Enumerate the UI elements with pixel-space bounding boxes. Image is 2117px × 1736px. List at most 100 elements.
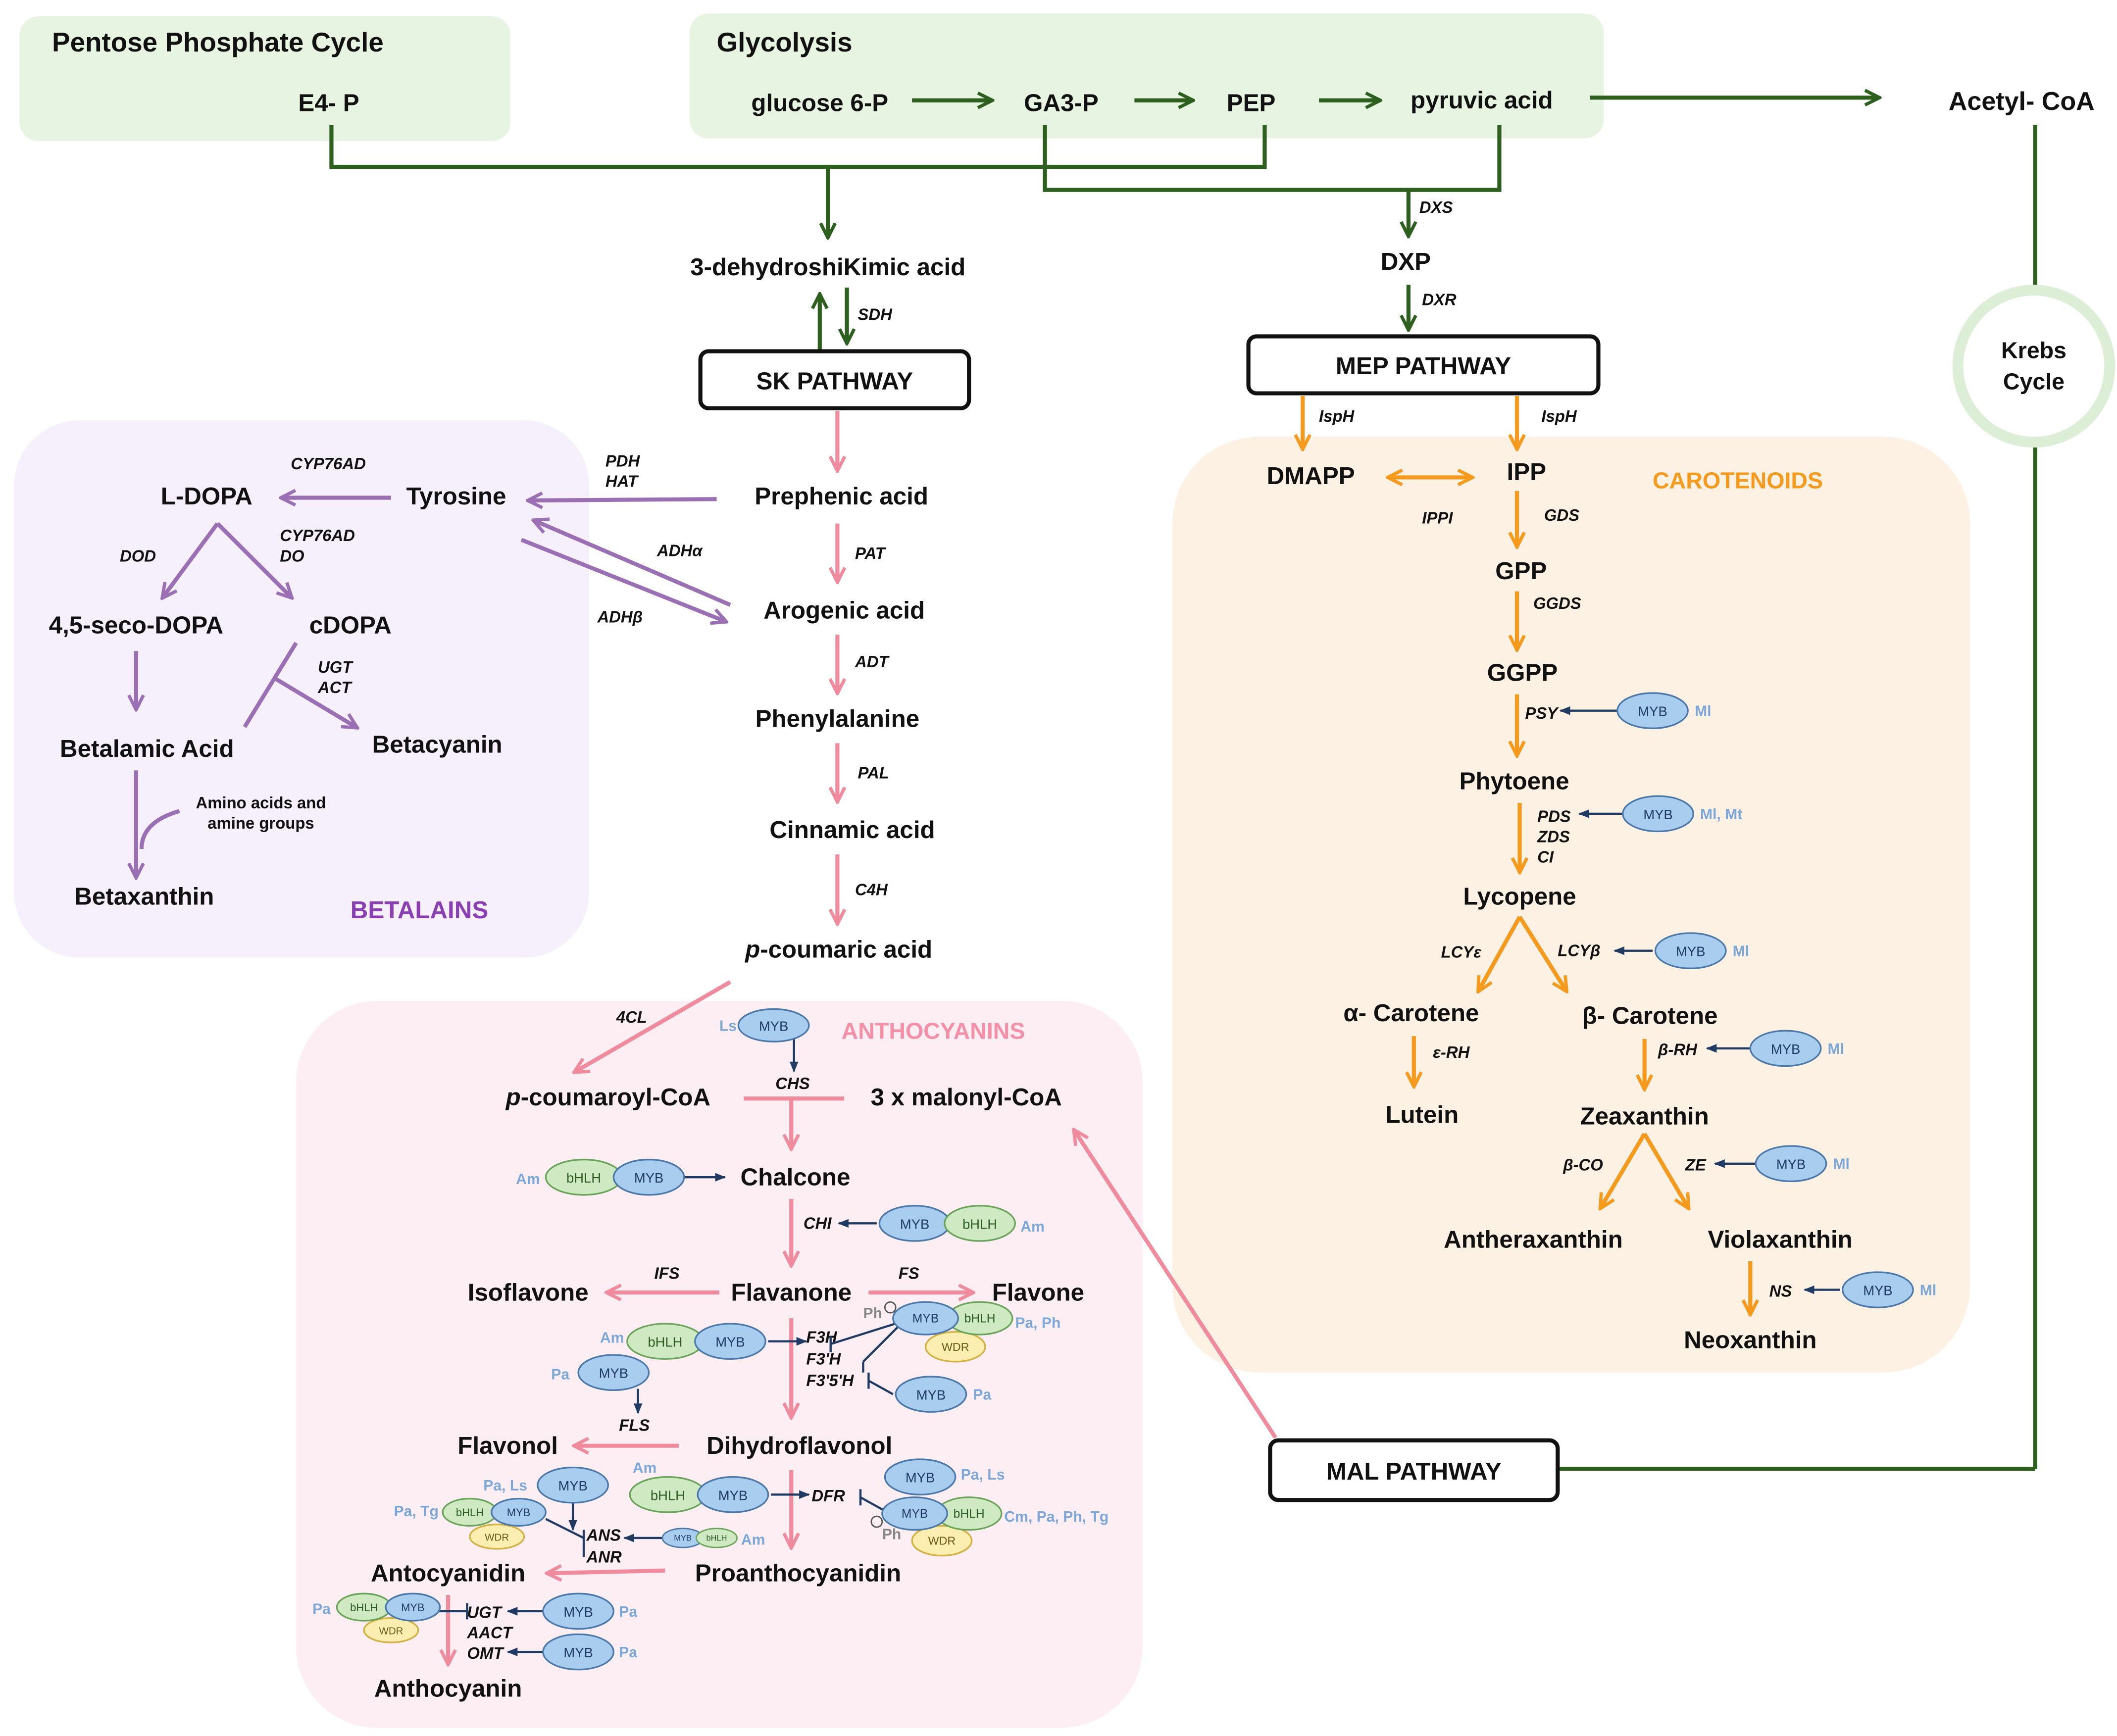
- myb-dfr-am-label: MYB: [718, 1488, 748, 1503]
- node-proanthocyanidin: Proanthocyanidin: [695, 1560, 901, 1587]
- node-flavanone: Flavanone: [731, 1279, 852, 1306]
- node-prephenic-acid: Prephenic acid: [755, 483, 928, 510]
- complex-dfr-ph: Ph WDR bHLH MYB Cm, Pa, Ph, Tg: [870, 1496, 1109, 1557]
- sk-pathway-label: SK PATHWAY: [756, 367, 913, 395]
- myb-f3h-ph-label: MYB: [912, 1312, 939, 1325]
- node-cinnamic-acid: Cinnamic acid: [769, 816, 935, 843]
- bhlh-chi-label: bHLH: [962, 1216, 997, 1232]
- species-omt: Pa: [619, 1644, 637, 1661]
- complex-chi: MYB bHLH Am: [878, 1205, 1045, 1242]
- node-violaxanthin: Violaxanthin: [1708, 1226, 1852, 1253]
- glycolysis-title: Glycolysis: [717, 27, 853, 57]
- myb-fls-label: MYB: [599, 1366, 628, 1381]
- node-l-dopa: L-DOPA: [161, 483, 252, 510]
- enzyme-lcy-beta: LCYβ: [1558, 942, 1600, 960]
- enzyme-pat: PAT: [855, 544, 887, 562]
- carotenoids-title: CAROTENOIDS: [1653, 467, 1823, 493]
- bhlh-dfr-label: bHLH: [954, 1507, 985, 1521]
- species-chalcone: Am: [516, 1171, 540, 1188]
- enzyme-c4h: C4H: [855, 880, 888, 898]
- enzyme-ans: ANS: [586, 1526, 621, 1544]
- enzyme-cyp76ad-2: CYP76AD: [280, 526, 355, 545]
- enzyme-pdh: PDH: [605, 452, 641, 470]
- node-p-coumaric-acid: p-coumaric acid: [744, 936, 932, 963]
- node-tyrosine: Tyrosine: [406, 483, 506, 510]
- betalains-panel: [14, 420, 590, 958]
- bhlh-ans-label: bHLH: [456, 1506, 484, 1519]
- myb-ans-pa-ls: Pa, Ls MYB: [483, 1466, 609, 1504]
- wdr-dfr-label: WDR: [928, 1535, 956, 1547]
- enzyme-gds: GDS: [1544, 506, 1579, 524]
- node-flavone: Flavone: [992, 1279, 1084, 1306]
- species-chi: Am: [1020, 1219, 1045, 1235]
- betalains-title: BETALAINS: [351, 896, 488, 924]
- myb-chalcone-label: MYB: [634, 1170, 663, 1186]
- enzyme-ze: ZE: [1685, 1155, 1707, 1174]
- enzyme-adt: ADT: [855, 652, 890, 671]
- node-antocyanidin: Antocyanidin: [371, 1560, 525, 1587]
- myb-psy-label: MYB: [1638, 704, 1667, 719]
- node-gpp: GPP: [1495, 557, 1547, 585]
- enzyme-adh-alpha: ADHα: [656, 541, 703, 559]
- bhlh-chalcone-label: bHLH: [566, 1170, 601, 1186]
- mal-pathway-box: [1268, 1438, 1560, 1502]
- enzyme-do: DO: [280, 546, 304, 565]
- enzyme-ggds: GGDS: [1533, 594, 1581, 612]
- bhlh-anr-label: bHLH: [706, 1534, 727, 1542]
- enzyme-pal: PAL: [858, 764, 889, 782]
- node-dmapp: DMAPP: [1267, 462, 1355, 490]
- node-arogenic-acid: Arogenic acid: [763, 596, 925, 624]
- krebs-label-line2: Cycle: [2003, 368, 2065, 394]
- species-anr: Am: [741, 1532, 765, 1548]
- enzyme-dxr: DXR: [1422, 290, 1457, 308]
- enzyme-chs: CHS: [775, 1074, 809, 1092]
- wdr-f3h-label: WDR: [942, 1340, 969, 1353]
- myb-lcyb: MYB Ml: [1654, 932, 1749, 969]
- species-ze: Ml: [1833, 1156, 1849, 1173]
- node-chalcone: Chalcone: [741, 1164, 851, 1191]
- myb-dfr-label: MYB: [902, 1507, 928, 1521]
- node-4-5-seco-dopa: 4,5-seco-DOPA: [49, 612, 223, 639]
- mep-pathway-box: [1246, 334, 1601, 396]
- enzyme-dfr: DFR: [811, 1487, 845, 1505]
- species-dfr-cm: Cm, Pa, Ph, Tg: [1004, 1509, 1109, 1525]
- enzyme-adh-beta: ADHβ: [597, 608, 643, 626]
- node-flavonol: Flavonol: [457, 1432, 558, 1459]
- carotenoids-panel: [1172, 437, 1970, 1373]
- species-f3h-am: Am: [600, 1330, 624, 1346]
- species-chs: Ls: [719, 1018, 737, 1034]
- myb-ans-tg-label: MYB: [507, 1506, 530, 1519]
- enzyme-cyp76ad-1: CYP76AD: [291, 454, 366, 473]
- species-ans-pa-ls: Pa, Ls: [483, 1478, 527, 1494]
- complex-f3h-ph: Ph WDR bHLH MYB Pa, Ph: [863, 1301, 1060, 1363]
- species-psy: Ml: [1695, 703, 1711, 720]
- node-beta-carotene: β- Carotene: [1582, 1002, 1718, 1030]
- complex-ugt: Pa WDR bHLH MYB: [312, 1592, 441, 1643]
- enzyme-fls: FLS: [619, 1416, 650, 1435]
- myb-chi-label: MYB: [900, 1216, 929, 1232]
- node-betalamic-acid: Betalamic Acid: [60, 735, 234, 762]
- complex-f3h-am: Am bHLH MYB: [600, 1323, 766, 1360]
- p-coumaroyl-suffix: -coumaroyl-CoA: [521, 1084, 710, 1111]
- node-lutein: Lutein: [1385, 1101, 1459, 1129]
- myb-dfr-pa-ls-label: MYB: [906, 1470, 935, 1486]
- myb-lcyb-label: MYB: [1676, 944, 1705, 959]
- myb-dfr-pa-ls: MYB Pa, Ls: [884, 1458, 1005, 1495]
- enzyme-beta-co: β-CO: [1563, 1155, 1603, 1174]
- enzyme-ippi: IPPI: [1422, 509, 1453, 527]
- enzyme-ugt: UGT: [467, 1603, 503, 1622]
- myb-fls: Pa MYB: [551, 1354, 650, 1391]
- species-dfr-am: Am: [633, 1460, 657, 1476]
- node-dihydroflavonol: Dihydroflavonol: [706, 1432, 892, 1459]
- node-lycopene: Lycopene: [1463, 883, 1576, 910]
- myb-chs-label: MYB: [759, 1018, 788, 1034]
- p-coumaroyl-prefix: p: [505, 1084, 521, 1111]
- amino-acids-label-line2: amine groups: [207, 814, 314, 832]
- anthocyanins-title: ANTHOCYANINS: [842, 1018, 1025, 1044]
- node-betaxanthin: Betaxanthin: [74, 883, 214, 910]
- myb-brh: MYB Ml: [1749, 1030, 1844, 1067]
- enzyme-f35h: F3'5'H: [806, 1371, 854, 1389]
- myb-pds: MYB Ml, Mt: [1622, 795, 1742, 833]
- node-dxp: DXP: [1381, 248, 1431, 275]
- node-neoxanthin: Neoxanthin: [1684, 1326, 1816, 1353]
